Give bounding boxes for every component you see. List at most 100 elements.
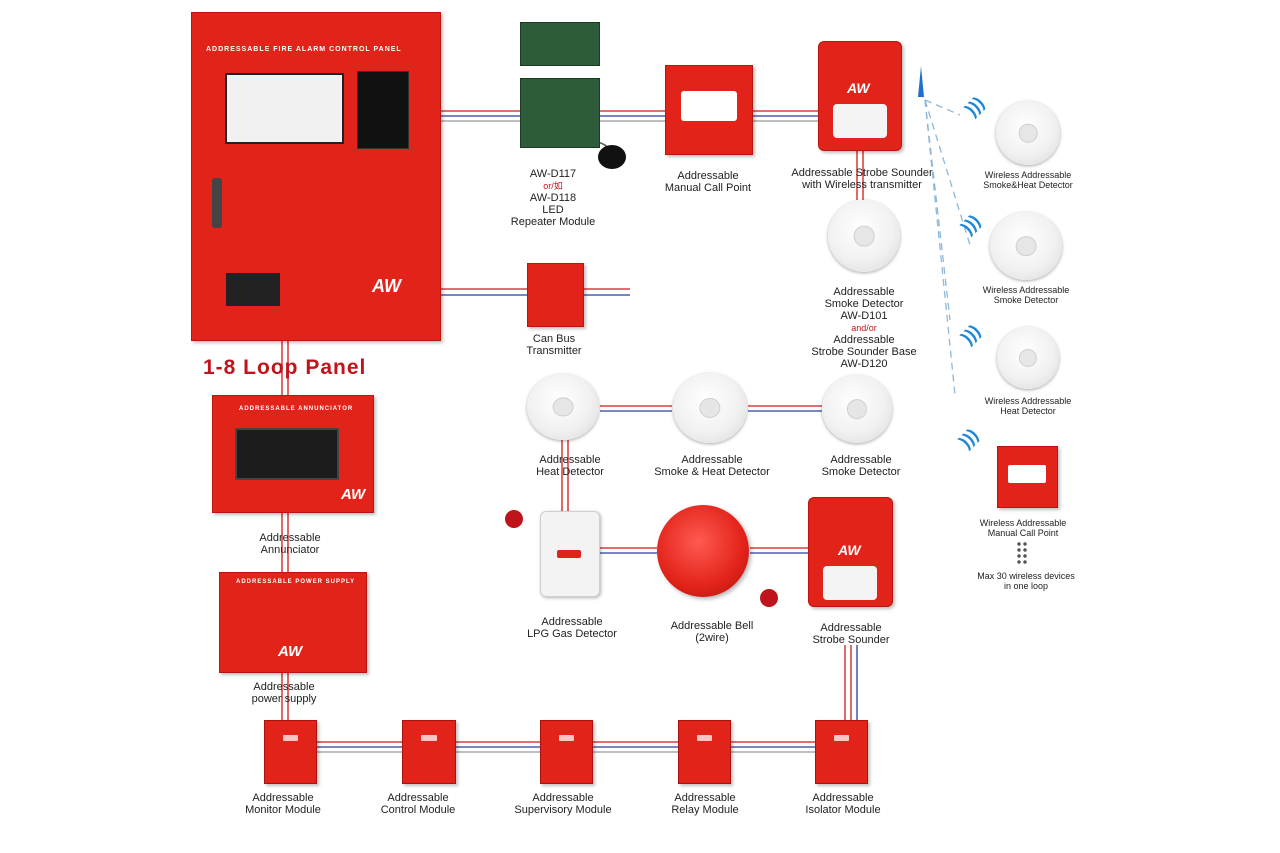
power-supply-header: ADDRESSABLE POWER SUPPLY [236,579,356,585]
label-line: Addressable [681,454,743,466]
label-line: Addressable [674,792,736,804]
can-bus-transmitter[interactable] [527,263,584,327]
label-line: Smoke Detector [821,466,901,478]
wireless-manual-call-point[interactable] [997,446,1058,508]
manual-call-point[interactable] [665,65,753,155]
lpg-gas-detector[interactable] [540,511,600,597]
isolator-module-label: Addressable Isolator Module [805,792,880,816]
repeater-pcb [520,78,600,148]
brand-logo: AW [372,276,401,296]
loop-wires [281,110,864,753]
strobe-sounder[interactable]: AW [808,497,893,607]
strobe-lens [833,104,887,138]
label-line: Isolator Module [805,804,881,816]
label-line: Wireless Addressable [982,285,1070,295]
fire-alarm-control-panel[interactable]: ADDRESSABLE FIRE ALARM CONTROL PANEL AW [191,12,441,341]
label-line: AW-D120 [840,358,888,370]
lpg-detector-label: Addressable LPG Gas Detector [527,616,617,640]
smoke-detector-label: Addressable Smoke Detector [822,454,901,478]
monitor-module[interactable] [264,720,317,784]
lpg-indicator [557,550,581,558]
monitor-module-label: Addressable Monitor Module [245,792,321,816]
label-line: in one loop [1003,581,1049,591]
label-line: AW-D118 [529,192,577,204]
manual-call-point-label: Addressable Manual Call Point [665,170,751,194]
label-line: Control Module [380,804,456,816]
label-line: Smoke&Heat Detector [983,180,1073,190]
smoke-base-label: Addressable Smoke Detector AW-D101 and/o… [811,286,916,370]
panel-keypad[interactable] [357,71,409,149]
brand-logo: AW [341,486,366,503]
power-supply-label: Addressable power supply [252,681,317,705]
smoke-heat-detector-label: Addressable Smoke & Heat Detector [654,454,770,478]
label-line: Addressable [541,616,603,628]
strobe-sounder-label: Addressable Strobe Sounder [812,622,889,646]
gas-warning-icon [505,510,523,528]
label-line: Addressable Strobe Sounder [791,167,933,179]
label-line: Wireless Addressable [979,518,1067,528]
addressable-annunciator[interactable]: ADDRESSABLE ANNUNCIATOR AW [212,395,374,513]
panel-printer-slot [226,273,280,306]
strobe-wireless-label: Addressable Strobe Sounder with Wireless… [791,167,932,191]
label-line: Monitor Module [245,804,321,816]
addressable-power-supply[interactable]: ADDRESSABLE POWER SUPPLY AW [219,572,367,673]
label-line: or/如 [543,181,563,191]
relay-module-label: Addressable Relay Module [671,792,738,816]
label-line: Annunciator [260,544,320,556]
strobe-sounder-wireless[interactable]: AW [818,41,902,151]
annunciator-label: Addressable Annunciator [259,532,320,556]
wireless-smoke-detector[interactable] [990,212,1062,280]
label-line: Addressable [812,792,874,804]
wireless-smoke-heat-detector[interactable] [996,101,1060,165]
label-line: Can Bus [532,333,576,345]
supervisory-module-label: Addressable Supervisory Module [514,792,611,816]
label-line: Supervisory Module [514,804,612,816]
call-point-window [1008,465,1046,483]
bell-icon [760,589,778,607]
supervisory-module[interactable] [540,720,593,784]
label-line: Addressable [252,792,314,804]
label-line: LED [542,204,564,216]
isolator-module[interactable] [815,720,868,784]
wireless-heat-detector[interactable] [997,327,1059,389]
label-line: Max 30 wireless devices [977,571,1075,581]
heat-detector-label: Addressable Heat Detector [536,454,604,478]
label-line: Addressable [532,792,594,804]
panel-display [225,73,344,144]
label-line: AW-D117 [529,168,577,180]
addressable-bell[interactable] [657,505,749,597]
label-line: Addressable [539,454,601,466]
call-point-window [681,91,737,121]
panel-key[interactable] [212,178,222,228]
panel-header: ADDRESSABLE FIRE ALARM CONTROL PANEL [206,46,402,53]
label-line: Strobe Sounder [812,634,890,646]
control-module[interactable] [402,720,456,784]
label-line: Addressable [820,622,882,634]
label-line: Manual Call Point [664,182,752,194]
brand-logo: AW [847,80,870,96]
heat-detector[interactable] [527,374,599,440]
annunciator-header: ADDRESSABLE ANNUNCIATOR [239,406,354,412]
relay-module[interactable] [678,720,731,784]
label-line: Relay Module [671,804,739,816]
control-module-label: Addressable Control Module [381,792,456,816]
label-line: Heat Detector [536,466,604,478]
wireless-note-label: Max 30 wireless devices in one loop [977,571,1075,591]
smoke-heat-detector[interactable] [673,373,747,443]
smoke-detector-base[interactable] [828,200,900,272]
label-line: Repeater Module [510,216,596,228]
label-line: AW-D101 [840,310,888,322]
label-line: Addressable [677,170,739,182]
label-line: (2wire) [695,632,729,644]
smoke-detector[interactable] [822,375,892,443]
wireless-smoke-heat-label: Wireless Addressable Smoke&Heat Detector [983,170,1073,190]
strobe-lens [823,566,877,600]
label-line: Addressable Bell [670,620,754,632]
label-line: Addressable [833,286,895,298]
label-line: Smoke & Heat Detector [654,466,770,478]
wireless-heat-label: Wireless Addressable Heat Detector [985,396,1072,416]
label-line: Strobe Sounder Base [811,346,917,358]
can-bus-label: Can Bus Transmitter [526,333,581,357]
label-line: Addressable [830,454,892,466]
brand-logo: AW [278,643,303,660]
